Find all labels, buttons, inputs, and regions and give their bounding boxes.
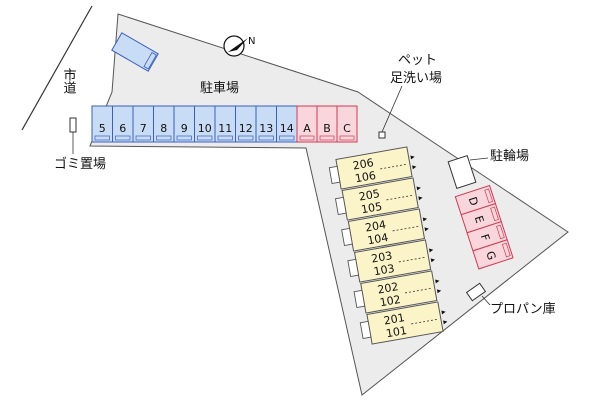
- parking-space: 5: [91, 105, 113, 143]
- bike-slot-label: F: [478, 233, 492, 243]
- parking-space: 11: [214, 105, 236, 143]
- unit-number-lower: 102: [379, 293, 402, 309]
- parking-space: 7: [132, 105, 154, 143]
- garbage-label: ゴミ置場: [54, 156, 106, 172]
- compass-north-letter: N: [248, 36, 255, 47]
- parking-space-label: A: [303, 122, 311, 135]
- parking-space: 13: [255, 105, 277, 143]
- parking-space-label: 6: [119, 122, 126, 135]
- propane-box: [465, 282, 487, 302]
- parking-space-label: B: [323, 122, 331, 135]
- bike-slot-label: G: [483, 250, 498, 262]
- parking-lot-label: 駐車場: [200, 81, 239, 96]
- unit-number-upper: 201: [383, 311, 406, 327]
- compass-circle: [223, 35, 245, 57]
- parking-space-label: 5: [99, 122, 106, 135]
- pet-wash-label-line1: ペット: [398, 53, 437, 68]
- city-road-label: 市道: [61, 67, 77, 94]
- city-road-line: [21, 5, 93, 131]
- entrance-arrow-icon: [412, 165, 417, 170]
- parking-space-label: 10: [198, 122, 212, 135]
- parking-space-label: 7: [140, 122, 147, 135]
- parking-space: 10: [194, 105, 216, 143]
- parking-space: 9: [173, 105, 195, 143]
- parking-space: 14: [276, 105, 298, 143]
- entrance-arrow-icon: [430, 258, 436, 263]
- unit-number-lower: 105: [360, 200, 383, 216]
- entrance-arrow-icon: [424, 227, 429, 232]
- parking-space: A: [296, 105, 318, 143]
- unit-number-upper: 206: [352, 156, 375, 172]
- bike-slot: D: [454, 184, 497, 216]
- entrance-arrow-icon: [435, 279, 440, 284]
- parking-space-label: 9: [181, 122, 188, 135]
- pet-wash-marker: [378, 131, 386, 139]
- pet-wash-label-line2: 足洗い場: [390, 71, 442, 86]
- parking-space: 6: [112, 105, 134, 143]
- entrance-arrow-icon: [418, 196, 423, 201]
- parking-space-label: 11: [218, 122, 232, 135]
- unit-number-upper: 202: [377, 280, 400, 296]
- unit-number-lower: 106: [354, 169, 377, 185]
- unit-number-lower: 101: [385, 324, 408, 340]
- entrance-arrow-icon: [441, 310, 446, 315]
- unit-number-upper: 204: [364, 218, 387, 234]
- bicycle-parking-label: 駐輪場: [490, 148, 529, 164]
- parking-space-label: 13: [259, 122, 273, 135]
- entrance-arrow-icon: [436, 289, 442, 294]
- parking-space-label: 8: [160, 122, 167, 135]
- lot-outline: [89, 13, 569, 396]
- entrance-arrow-icon: [428, 248, 434, 253]
- propane-label: プロパン庫: [490, 302, 556, 317]
- garbage-box: [69, 117, 77, 133]
- bike-slot: G: [472, 239, 514, 270]
- propane-leader: [481, 295, 491, 306]
- parking-space-label: 14: [280, 122, 294, 135]
- entrance-arrow-icon: [416, 186, 421, 191]
- parking-space: 8: [153, 105, 175, 143]
- unit-number-upper: 203: [370, 249, 393, 265]
- entrance-arrow-icon: [443, 320, 448, 325]
- unit-number-lower: 104: [366, 231, 389, 247]
- compass-arrow-icon: [228, 38, 248, 52]
- bike-slot-label: D: [466, 195, 481, 207]
- entrance-arrow-icon: [410, 155, 415, 160]
- north-compass: N: [223, 35, 255, 57]
- parking-space: 12: [235, 105, 257, 143]
- parking-space-label: 12: [239, 122, 253, 135]
- unit-number-upper: 205: [358, 187, 381, 203]
- parking-top-block: [111, 32, 159, 72]
- unit-number-lower: 103: [373, 262, 396, 278]
- bike-slot-label: E: [472, 214, 487, 225]
- pet-wash-leader: [381, 85, 403, 133]
- entrance-arrow-icon: [422, 217, 428, 222]
- parking-space: B: [316, 105, 338, 143]
- parking-space-label: C: [343, 122, 351, 135]
- bicycle-shelter: [447, 154, 477, 190]
- bicycle-leader: [469, 157, 489, 161]
- parking-space: C: [336, 105, 358, 143]
